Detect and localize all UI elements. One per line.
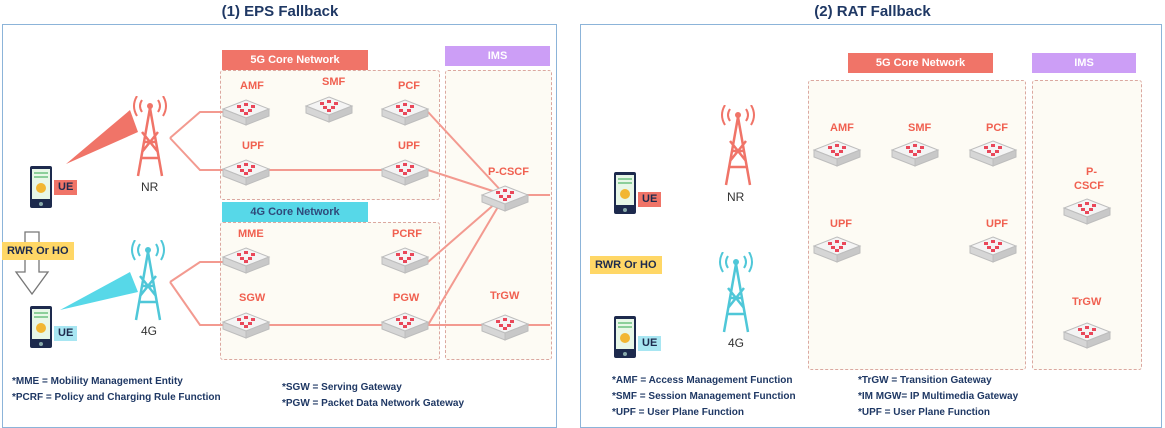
right-amf-label: AMF bbox=[830, 122, 854, 134]
network-node-icon bbox=[381, 99, 429, 126]
network-node-icon bbox=[381, 312, 429, 339]
legend-item: *TrGW = Transition Gateway bbox=[858, 375, 992, 386]
ue-phone-icon bbox=[614, 316, 636, 358]
network-node-icon bbox=[891, 140, 939, 167]
nr-tower-icon bbox=[720, 105, 756, 187]
legend-item: *MME = Mobility Management Entity bbox=[12, 376, 183, 387]
left-legend-col1: *MME = Mobility Management Entity *PCRF … bbox=[12, 374, 221, 406]
network-node-icon bbox=[1063, 322, 1111, 349]
network-node-icon bbox=[222, 99, 270, 126]
right-5g-core-box bbox=[808, 80, 1026, 370]
right-ue-nr-badge: UE bbox=[638, 192, 662, 207]
right-legend-col1: *AMF = Access Management Function *SMF =… bbox=[612, 373, 796, 421]
right-trgw-label: TrGW bbox=[1072, 296, 1102, 308]
network-node-icon bbox=[305, 96, 353, 123]
right-upf2-label: UPF bbox=[986, 218, 1008, 230]
right-pcscf-label-2: CSCF bbox=[1074, 180, 1104, 192]
right-upf1-label: UPF bbox=[830, 218, 852, 230]
network-node-icon bbox=[813, 236, 861, 263]
network-node-icon bbox=[222, 159, 270, 186]
nr-tower-icon bbox=[132, 96, 168, 178]
left-upf1-label: UPF bbox=[242, 140, 264, 152]
network-node-icon bbox=[381, 247, 429, 274]
left-sgw-label: SGW bbox=[239, 292, 266, 304]
legend-item: *PGW = Packet Data Network Gateway bbox=[282, 398, 465, 409]
right-rwr-ho-label: RWR Or HO bbox=[590, 256, 662, 274]
left-ue-nr-badge: UE bbox=[54, 180, 78, 195]
4g-tower-icon bbox=[130, 240, 166, 322]
ue-phone-icon bbox=[30, 306, 52, 348]
left-ims-header: IMS bbox=[445, 46, 550, 66]
4g-tower-icon bbox=[718, 252, 754, 334]
network-node-icon bbox=[813, 140, 861, 167]
ue-phone-icon bbox=[614, 172, 636, 214]
right-5g-core-header: 5G Core Network bbox=[848, 53, 993, 73]
right-smf-label: SMF bbox=[908, 122, 932, 134]
network-node-icon bbox=[1063, 198, 1111, 225]
left-rwr-ho-label: RWR Or HO bbox=[2, 242, 74, 260]
right-title: (2) RAT Fallback bbox=[814, 3, 931, 20]
right-pcscf-label-1: P- bbox=[1086, 166, 1097, 178]
legend-item: *AMF = Access Management Function bbox=[612, 375, 793, 386]
left-title: (1) EPS Fallback bbox=[221, 3, 339, 20]
network-node-icon bbox=[969, 236, 1017, 263]
left-pcrf-label: PCRF bbox=[392, 228, 422, 240]
left-4g-label: 4G bbox=[141, 324, 158, 338]
left-amf-label: AMF bbox=[240, 80, 264, 92]
network-node-icon bbox=[481, 314, 529, 341]
left-ims-box bbox=[445, 70, 552, 360]
network-node-icon bbox=[222, 247, 270, 274]
left-ue-4g-badge: UE bbox=[54, 326, 78, 341]
left-5g-core-header: 5G Core Network bbox=[222, 50, 368, 70]
ue-phone-icon bbox=[30, 166, 52, 208]
left-pgw-label: PGW bbox=[393, 292, 420, 304]
left-mme-label: MME bbox=[238, 228, 264, 240]
right-ims-header: IMS bbox=[1032, 53, 1136, 73]
left-pcf-label: PCF bbox=[398, 80, 420, 92]
right-nr-label: NR bbox=[727, 190, 745, 204]
right-ims-box bbox=[1032, 80, 1142, 370]
left-smf-label: SMF bbox=[322, 76, 346, 88]
legend-item: *SGW = Serving Gateway bbox=[282, 382, 402, 393]
legend-item: *UPF = User Plane Function bbox=[612, 407, 744, 418]
network-node-icon bbox=[481, 185, 529, 212]
network-node-icon bbox=[222, 312, 270, 339]
right-legend-col2: *TrGW = Transition Gateway *IM MGW= IP M… bbox=[858, 373, 1018, 421]
legend-item: *IM MGW= IP Multimedia Gateway bbox=[858, 391, 1019, 402]
network-node-icon bbox=[381, 159, 429, 186]
left-legend-col2: *SGW = Serving Gateway *PGW = Packet Dat… bbox=[282, 380, 464, 412]
left-upf2-label: UPF bbox=[398, 140, 420, 152]
right-ue-4g-badge: UE bbox=[638, 336, 662, 351]
left-4g-core-header: 4G Core Network bbox=[222, 202, 368, 222]
network-node-icon bbox=[969, 140, 1017, 167]
left-nr-label: NR bbox=[141, 180, 159, 194]
right-4g-label: 4G bbox=[728, 336, 745, 350]
legend-item: *SMF = Session Management Function bbox=[612, 391, 796, 402]
legend-item: *PCRF = Policy and Charging Rule Functio… bbox=[12, 392, 221, 403]
legend-item: *UPF = User Plane Function bbox=[858, 407, 990, 418]
left-trgw-label: TrGW bbox=[490, 290, 520, 302]
right-pcf-label: PCF bbox=[986, 122, 1008, 134]
left-pcscf-label: P-CSCF bbox=[488, 166, 529, 178]
